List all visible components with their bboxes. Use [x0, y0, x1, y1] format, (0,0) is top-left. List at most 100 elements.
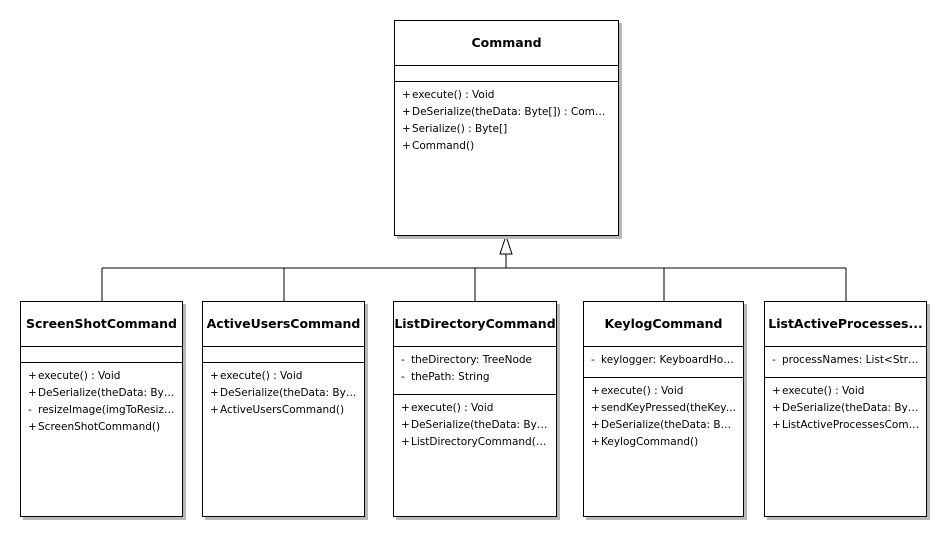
- operations-compartment: +execute() : Void+DeSerialize(theData: B…: [765, 377, 926, 434]
- operations-compartment: +execute() : Void+sendKeyPressed(theKey:…: [584, 377, 743, 451]
- attribute-item: -keylogger: KeyboardHook...: [591, 352, 743, 369]
- visibility-marker: +: [28, 421, 37, 433]
- visibility-marker: -: [401, 371, 405, 383]
- operation-item: +ScreenShotCommand(): [28, 419, 182, 436]
- generalization-arrowhead: [499, 234, 513, 255]
- class-box-list-active-processes[interactable]: ListActiveProcesses... -processNames: Lis…: [764, 301, 927, 517]
- operations-list: +execute() : Void+sendKeyPressed(theKey:…: [584, 378, 743, 451]
- member-text: DeSerialize(theData: Byte...: [601, 419, 743, 431]
- class-box-screen-shot-command[interactable]: ScreenShotCommand+execute() : Void+DeSer…: [20, 301, 183, 517]
- operation-item: +ListDirectoryCommand(p...: [401, 434, 556, 451]
- operation-item: +ActiveUsersCommand(): [210, 402, 364, 419]
- visibility-marker: +: [402, 140, 411, 152]
- operations-compartment: +execute() : Void+DeSerialize(theData: B…: [203, 362, 364, 419]
- class-name: ScreenShotCommand: [26, 316, 177, 331]
- visibility-marker: +: [772, 385, 781, 397]
- class-box-keylog-command[interactable]: KeylogCommand -keylogger: KeyboardHook...…: [583, 301, 744, 517]
- attributes-compartment: [395, 65, 618, 81]
- member-text: DeSerialize(theData: Byte...: [411, 419, 556, 431]
- member-text: keylogger: KeyboardHook...: [601, 354, 743, 366]
- visibility-marker: +: [28, 387, 37, 399]
- attributes-compartment: [203, 346, 364, 362]
- member-text: thePath: String: [411, 371, 490, 383]
- operation-item: +Serialize() : Byte[]: [402, 121, 618, 138]
- attributes-list: [203, 347, 364, 352]
- operations-list: +execute() : Void+DeSerialize(theData: B…: [765, 378, 926, 434]
- visibility-marker: +: [591, 402, 600, 414]
- operation-item: +execute() : Void: [401, 400, 556, 417]
- operation-item: +execute() : Void: [210, 368, 364, 385]
- operations-list: +execute() : Void+DeSerialize(theData: B…: [395, 82, 618, 155]
- visibility-marker: +: [210, 370, 219, 382]
- operation-item: +execute() : Void: [772, 383, 926, 400]
- visibility-marker: +: [591, 385, 600, 397]
- operations-list: +execute() : Void+DeSerialize(theData: B…: [203, 363, 364, 419]
- visibility-marker: +: [772, 419, 781, 431]
- member-text: theDirectory: TreeNode: [411, 354, 533, 366]
- attribute-item: -processNames: List<Strin...: [772, 352, 926, 369]
- member-text: ListDirectoryCommand(p...: [411, 436, 553, 448]
- attributes-compartment: [21, 346, 182, 362]
- operation-item: +execute() : Void: [28, 368, 182, 385]
- attributes-compartment: -keylogger: KeyboardHook...: [584, 346, 743, 377]
- member-text: execute() : Void: [38, 370, 121, 382]
- operation-item: -resizeImage(imgToResize...: [28, 402, 182, 419]
- visibility-marker: -: [772, 354, 776, 366]
- member-text: DeSerialize(theData: Byte[]) : Command: [412, 106, 618, 118]
- visibility-marker: +: [772, 402, 781, 414]
- class-name: ActiveUsersCommand: [206, 316, 361, 331]
- visibility-marker: +: [210, 387, 219, 399]
- attribute-item: -thePath: String: [401, 369, 556, 386]
- operation-item: +sendKeyPressed(theKey:...: [591, 400, 743, 417]
- visibility-marker: +: [401, 436, 410, 448]
- member-text: KeylogCommand(): [601, 436, 699, 448]
- member-text: execute() : Void: [220, 370, 303, 382]
- visibility-marker: +: [591, 419, 600, 431]
- visibility-marker: +: [210, 404, 219, 416]
- visibility-marker: +: [401, 402, 410, 414]
- attributes-list: -theDirectory: TreeNode-thePath: String: [394, 347, 556, 386]
- operations-list: +execute() : Void+DeSerialize(theData: B…: [394, 395, 556, 451]
- visibility-marker: +: [401, 419, 410, 431]
- class-name: ListActiveProcesses...: [768, 316, 923, 331]
- member-text: DeSerialize(theData: Byte...: [782, 402, 926, 414]
- member-text: Serialize() : Byte[]: [412, 123, 508, 135]
- operations-compartment: +execute() : Void+DeSerialize(theData: B…: [21, 362, 182, 436]
- operation-item: +DeSerialize(theData: Byte...: [28, 385, 182, 402]
- visibility-marker: +: [402, 106, 411, 118]
- operation-item: +DeSerialize(theData: Byte...: [210, 385, 364, 402]
- operation-item: +DeSerialize(theData: Byte...: [772, 400, 926, 417]
- member-text: Command(): [412, 140, 475, 152]
- visibility-marker: +: [591, 436, 600, 448]
- visibility-marker: +: [28, 370, 37, 382]
- operation-item: +KeylogCommand(): [591, 434, 743, 451]
- operation-item: +DeSerialize(theData: Byte[]) : Command: [402, 104, 618, 121]
- operation-item: +Command(): [402, 138, 618, 155]
- operation-item: +ListActiveProcessesComm...: [772, 417, 926, 434]
- operations-compartment: +execute() : Void+DeSerialize(theData: B…: [395, 81, 618, 155]
- member-text: DeSerialize(theData: Byte...: [38, 387, 182, 399]
- visibility-marker: +: [402, 123, 411, 135]
- class-box-command[interactable]: Command +execute() : Void+DeSerialize(the…: [394, 20, 619, 236]
- visibility-marker: -: [401, 354, 405, 366]
- attributes-list: -processNames: List<Strin...: [765, 347, 926, 369]
- member-text: ListActiveProcessesComm...: [782, 419, 926, 431]
- class-box-list-directory-command[interactable]: ListDirectoryCommand -theDirectory: TreeN…: [393, 301, 557, 517]
- member-text: execute() : Void: [782, 385, 865, 397]
- member-text: execute() : Void: [411, 402, 494, 414]
- class-name: Command: [471, 35, 542, 50]
- member-text: DeSerialize(theData: Byte...: [220, 387, 364, 399]
- class-box-active-users-command[interactable]: ActiveUsersCommand+execute() : Void+DeSe…: [202, 301, 365, 517]
- visibility-marker: -: [28, 404, 32, 416]
- member-text: processNames: List<Strin...: [782, 354, 926, 366]
- member-text: sendKeyPressed(theKey:...: [601, 402, 740, 414]
- member-text: execute() : Void: [601, 385, 684, 397]
- class-name: ListDirectoryCommand: [394, 316, 556, 331]
- member-text: ScreenShotCommand(): [38, 421, 161, 433]
- operations-list: +execute() : Void+DeSerialize(theData: B…: [21, 363, 182, 436]
- attributes-compartment: -processNames: List<Strin...: [765, 346, 926, 377]
- class-name: KeylogCommand: [604, 316, 723, 331]
- member-text: resizeImage(imgToResize...: [38, 404, 181, 416]
